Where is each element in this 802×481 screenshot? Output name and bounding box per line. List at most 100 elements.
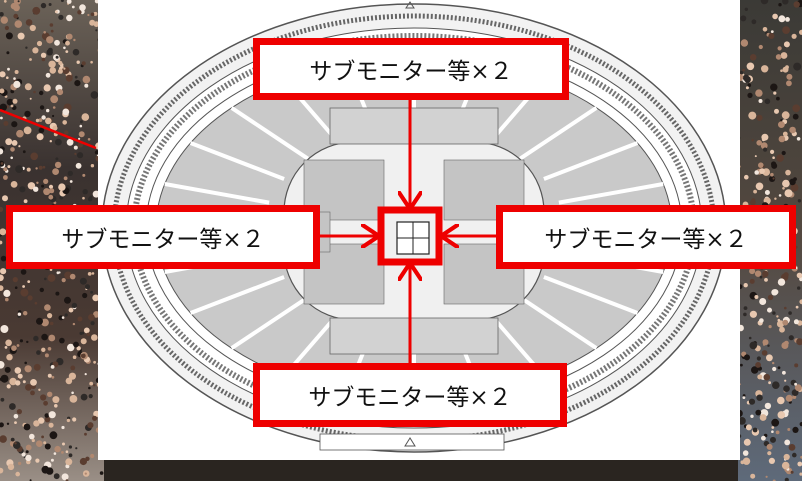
crowd-speck	[38, 388, 41, 391]
crowd-speck	[742, 396, 746, 399]
crowd-speck	[16, 409, 22, 415]
crowd-speck	[9, 403, 16, 410]
crowd-speck	[90, 164, 95, 168]
crowd-speck	[93, 21, 100, 27]
crowd-speck	[766, 354, 773, 362]
crowd-speck	[53, 201, 57, 205]
crowd-speck	[72, 355, 77, 360]
crowd-speck	[87, 272, 92, 276]
crowd-speck	[5, 297, 9, 302]
crowd-speck	[35, 458, 40, 463]
crowd-speck	[60, 0, 64, 2]
crowd-speck	[795, 305, 799, 309]
crowd-speck	[87, 422, 94, 429]
crowd-speck	[796, 338, 802, 346]
crowd-speck	[48, 60, 56, 68]
crowd-speck	[90, 60, 93, 64]
crowd-speck	[761, 350, 768, 356]
crowd-speck	[781, 111, 790, 120]
crowd-speck	[759, 414, 767, 421]
crowd-speck	[24, 365, 32, 373]
crowd-speck	[75, 447, 78, 450]
crowd-speck	[14, 286, 18, 290]
crowd-speck	[41, 347, 46, 352]
crowd-speck	[792, 452, 797, 458]
crowd-speck	[740, 460, 745, 465]
crowd-speck	[36, 350, 41, 355]
crowd-speck	[749, 268, 756, 275]
crowd-speck	[49, 23, 54, 27]
crowd-speck	[43, 400, 48, 406]
crowd-speck	[777, 46, 782, 51]
crowd-speck	[0, 285, 4, 291]
crowd-speck	[767, 451, 772, 456]
crowd-speck	[76, 346, 81, 351]
crowd-speck	[784, 439, 791, 446]
stand-divider	[189, 275, 285, 315]
crowd-speck	[748, 398, 756, 405]
crowd-speck	[744, 174, 749, 180]
crowd-speck	[38, 127, 45, 134]
crowd-speck	[799, 29, 802, 35]
crowd-speck	[54, 161, 62, 169]
crowd-speck	[52, 168, 59, 176]
crowd-speck	[754, 270, 762, 277]
crowd-speck	[53, 132, 58, 137]
crowd-speck	[770, 172, 774, 177]
crowd-speck	[743, 306, 748, 310]
crowd-speck	[0, 397, 5, 402]
crowd-speck	[778, 121, 785, 128]
crowd-speck	[782, 370, 786, 375]
crowd-speck	[776, 315, 779, 318]
crowd-speck	[794, 384, 802, 392]
crowd-speck	[61, 451, 64, 454]
crowd-speck	[792, 113, 799, 120]
crowd-speck	[52, 396, 60, 404]
crowd-speck	[0, 206, 4, 212]
crowd-speck	[780, 119, 783, 122]
crowd-speck	[72, 417, 77, 422]
crowd-speck	[55, 291, 60, 296]
crowd-speck	[63, 67, 66, 70]
crowd-speck	[41, 435, 44, 439]
crowd-speck	[25, 444, 32, 451]
crowd-speck	[62, 442, 65, 446]
crowd-speck	[779, 326, 785, 333]
crowd-speck	[10, 437, 15, 442]
crowd-speck	[770, 436, 776, 443]
crowd-speck	[756, 394, 763, 401]
crowd-speck	[0, 422, 4, 428]
crowd-speck	[763, 373, 771, 381]
crowd-speck	[50, 95, 59, 104]
crowd-speck	[53, 473, 60, 480]
crowd-speck	[0, 12, 4, 17]
crowd-speck	[4, 346, 8, 349]
crowd-speck	[89, 195, 93, 199]
crowd-speck	[772, 381, 780, 390]
crowd-speck	[44, 353, 49, 358]
crowd-speck	[759, 168, 765, 175]
crowd-speck	[82, 173, 86, 177]
crowd-speck	[758, 162, 764, 168]
crowd-speck	[793, 62, 802, 71]
crowd-speck	[3, 175, 8, 180]
crowd-speck	[788, 311, 792, 315]
crowd-speck	[62, 108, 70, 116]
crowd-speck	[6, 51, 10, 55]
stand-divider	[189, 141, 285, 181]
crowd-speck	[24, 361, 28, 365]
crowd-speck	[784, 306, 787, 310]
crowd-speck	[43, 31, 46, 34]
crowd-speck	[739, 71, 744, 75]
crowd-speck	[772, 361, 775, 365]
crowd-speck	[762, 270, 769, 278]
crowd-speck	[77, 152, 84, 159]
crowd-speck	[66, 14, 73, 22]
crowd-speck	[41, 465, 50, 474]
crowd-speck	[3, 167, 8, 172]
crowd-speck	[6, 354, 13, 361]
crowd-speck	[774, 108, 779, 114]
crowd-speck	[799, 472, 802, 476]
crowd-speck	[81, 331, 85, 335]
crowd-speck	[70, 365, 76, 371]
